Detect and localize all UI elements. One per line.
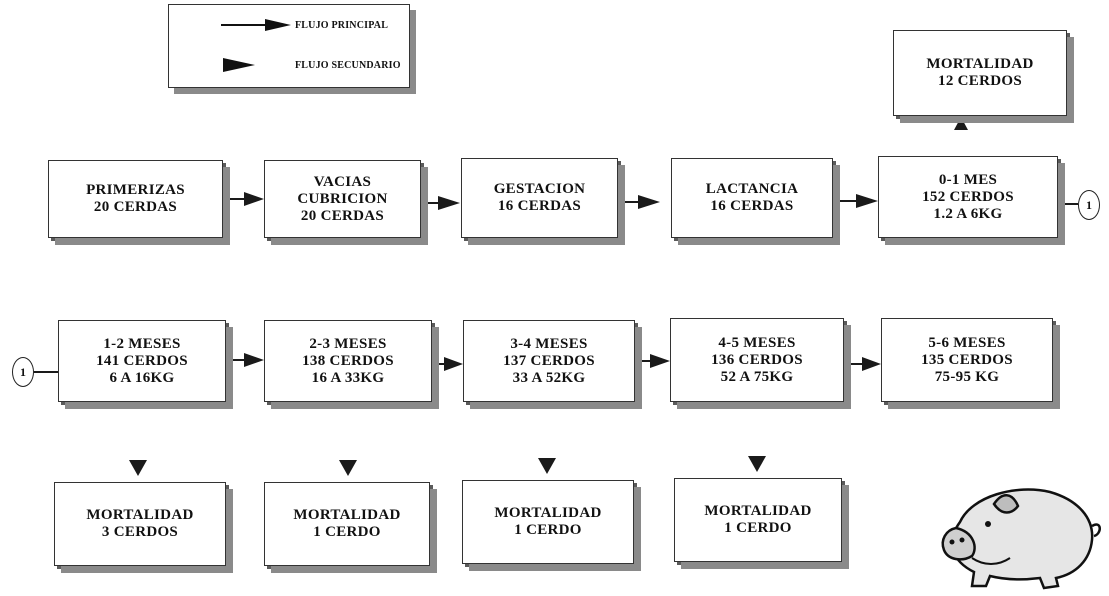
arrow-down-1 [129,460,147,476]
mortality-top-line1: MORTALIDAD [926,56,1034,72]
stage-line: 152 CERDOS [922,188,1014,205]
stage-line: 16 CERDAS [497,198,582,214]
stage-box-vacias: VACIAS CUBRICION 20 CERDAS [264,160,421,238]
legend: FLUJO PRINCIPAL FLUJO SECUNDARIO [168,4,410,88]
mortality-line: MORTALIDAD [494,505,602,521]
mortality-box-top: MORTALIDAD 12 CERDOS [893,30,1067,116]
mortality-box-1: MORTALIDAD 3 CERDOS [54,482,226,566]
arrow-down-2 [339,460,357,476]
connector-in-label: 1 [20,364,26,379]
stage-box-1-2-meses: 1-2 MESES 141 CERDOS 6 A 16KG [58,320,226,402]
stage-line: 136 CERDOS [711,351,803,368]
stage-line: 141 CERDOS [96,352,188,369]
stage-line: LACTANCIA [705,181,799,197]
arrow-r1-1 [230,192,264,206]
stage-line: 5-6 MESES [928,334,1006,351]
stage-box-primerizas: PRIMERIZAS 20 CERDAS [48,160,223,238]
stage-line: 0-1 MES [938,171,998,188]
stage-box-3-4-meses: 3-4 MESES 137 CERDOS 33 A 52KG [463,320,635,402]
stage-line: 137 CERDOS [503,352,595,369]
mortality-line: 1 CERDO [724,520,792,536]
main-flow-arrow-icon [221,19,291,31]
stage-line: 16 A 33KG [311,369,385,386]
legend-main-row: FLUJO PRINCIPAL [169,17,388,33]
stage-line: 52 A 75KG [720,368,794,385]
mortality-box-4: MORTALIDAD 1 CERDO [674,478,842,562]
connector-in: 1 [12,357,34,387]
mortality-box-3: MORTALIDAD 1 CERDO [462,480,634,564]
arrow-up-mortality [954,117,968,130]
stage-line: CUBRICION [297,190,388,207]
stage-line: 3-4 MESES [510,335,588,352]
legend-main-flow-label: FLUJO PRINCIPAL [295,19,389,31]
stage-box-gestacion: GESTACION 16 CERDAS [461,158,618,238]
stage-line: 4-5 MESES [718,334,796,351]
stage-line: 75-95 KG [934,368,1000,385]
mortality-line: 3 CERDOS [101,524,179,540]
stage-line: 135 CERDOS [921,351,1013,368]
arrow-down-3 [538,458,556,474]
stage-line: PRIMERIZAS [86,182,185,198]
arrow-r2-2 [437,357,463,371]
stage-line: 33 A 52KG [512,369,586,386]
stage-line: 2-3 MESES [309,335,387,352]
stage-line: 20 CERDAS [300,207,385,224]
mortality-line: MORTALIDAD [86,507,194,523]
arrow-r2-4 [850,357,881,371]
stage-box-2-3-meses: 2-3 MESES 138 CERDOS 16 A 33KG [264,320,432,402]
mortality-line: MORTALIDAD [293,507,401,523]
legend-secondary-flow-label: FLUJO SECUNDARIO [295,59,401,71]
arrow-r2-1 [231,353,264,367]
mortality-line: 1 CERDO [514,522,582,538]
secondary-flow-arrow-icon [223,58,255,72]
mortality-box-2: MORTALIDAD 1 CERDO [264,482,430,566]
arrow-r1-4 [840,194,878,208]
arrow-r2-3 [640,354,670,368]
legend-secondary-row: FLUJO SECUNDARIO [169,57,401,73]
stage-box-0-1-mes: 0-1 MES 152 CERDOS 1.2 A 6KG [878,156,1058,238]
arrow-r1-2 [427,196,460,210]
stage-line: GESTACION [493,181,586,197]
arrow-r1-3 [623,195,660,209]
mortality-line: 1 CERDO [313,524,381,540]
arrow-down-4 [748,456,766,472]
stage-box-lactancia: LACTANCIA 16 CERDAS [671,158,833,238]
connector-out: 1 [1078,190,1100,220]
stage-line: 16 CERDAS [710,198,794,214]
stage-line: 1-2 MESES [103,335,181,352]
stage-line: 20 CERDAS [93,199,178,215]
stage-box-5-6-meses: 5-6 MESES 135 CERDOS 75-95 KG [881,318,1053,402]
stage-line: 138 CERDOS [302,352,394,369]
stage-box-4-5-meses: 4-5 MESES 136 CERDOS 52 A 75KG [670,318,844,402]
stage-line: VACIAS [313,173,372,190]
mortality-line: MORTALIDAD [704,503,812,519]
connector-out-label: 1 [1086,197,1092,212]
stage-line: 6 A 16KG [109,369,175,386]
pig-icon [941,488,1101,590]
stage-line: 1.2 A 6KG [933,205,1003,222]
mortality-top-line2: 12 CERDOS [938,73,1022,89]
